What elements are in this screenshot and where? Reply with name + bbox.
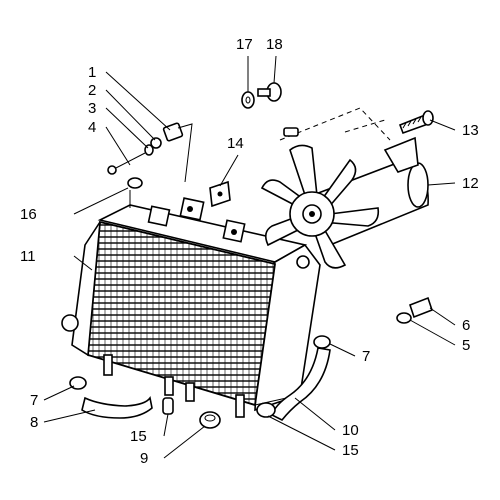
radiator	[61, 197, 321, 418]
rubber-washer-16	[127, 177, 143, 208]
callout-11: 11	[20, 248, 36, 265]
callout-17: 17	[236, 36, 253, 53]
callout-7-right: 7	[362, 348, 370, 365]
callout-14: 14	[227, 135, 244, 152]
leader-lines	[43, 55, 456, 459]
cooling-fan	[260, 144, 380, 269]
callout-labels: 1 2 3 4 16 11 14 17 18 13 12 6 5 7 10 15…	[20, 36, 479, 467]
callout-5: 5	[462, 337, 470, 354]
callout-18: 18	[266, 36, 283, 53]
callout-1: 1	[88, 64, 96, 81]
callout-12: 12	[462, 175, 479, 192]
callout-16: 16	[20, 206, 37, 223]
callout-2: 2	[88, 82, 96, 99]
mounting-bracket-14	[209, 180, 231, 208]
washer-17	[241, 91, 255, 109]
grommet-9	[199, 411, 221, 429]
callout-7-left: 7	[30, 392, 38, 409]
bolt-18	[257, 82, 282, 102]
coolant-hose-10	[256, 347, 331, 422]
coolant-hose-8	[81, 396, 153, 419]
callout-13: 13	[462, 122, 479, 139]
callout-15-left: 15	[130, 428, 147, 445]
callout-10: 10	[342, 422, 359, 439]
plug-15-left	[162, 397, 174, 415]
screw-13	[398, 110, 434, 135]
callout-9: 9	[140, 450, 148, 467]
callout-6: 6	[462, 317, 470, 334]
callout-3: 3	[88, 100, 96, 117]
callout-8: 8	[30, 414, 38, 431]
sensor-assembly	[107, 122, 193, 183]
callout-4: 4	[88, 119, 96, 136]
drain-fitting-5-6	[396, 296, 433, 324]
callout-15-right: 15	[342, 442, 359, 459]
hose-clamp-right	[313, 335, 331, 349]
